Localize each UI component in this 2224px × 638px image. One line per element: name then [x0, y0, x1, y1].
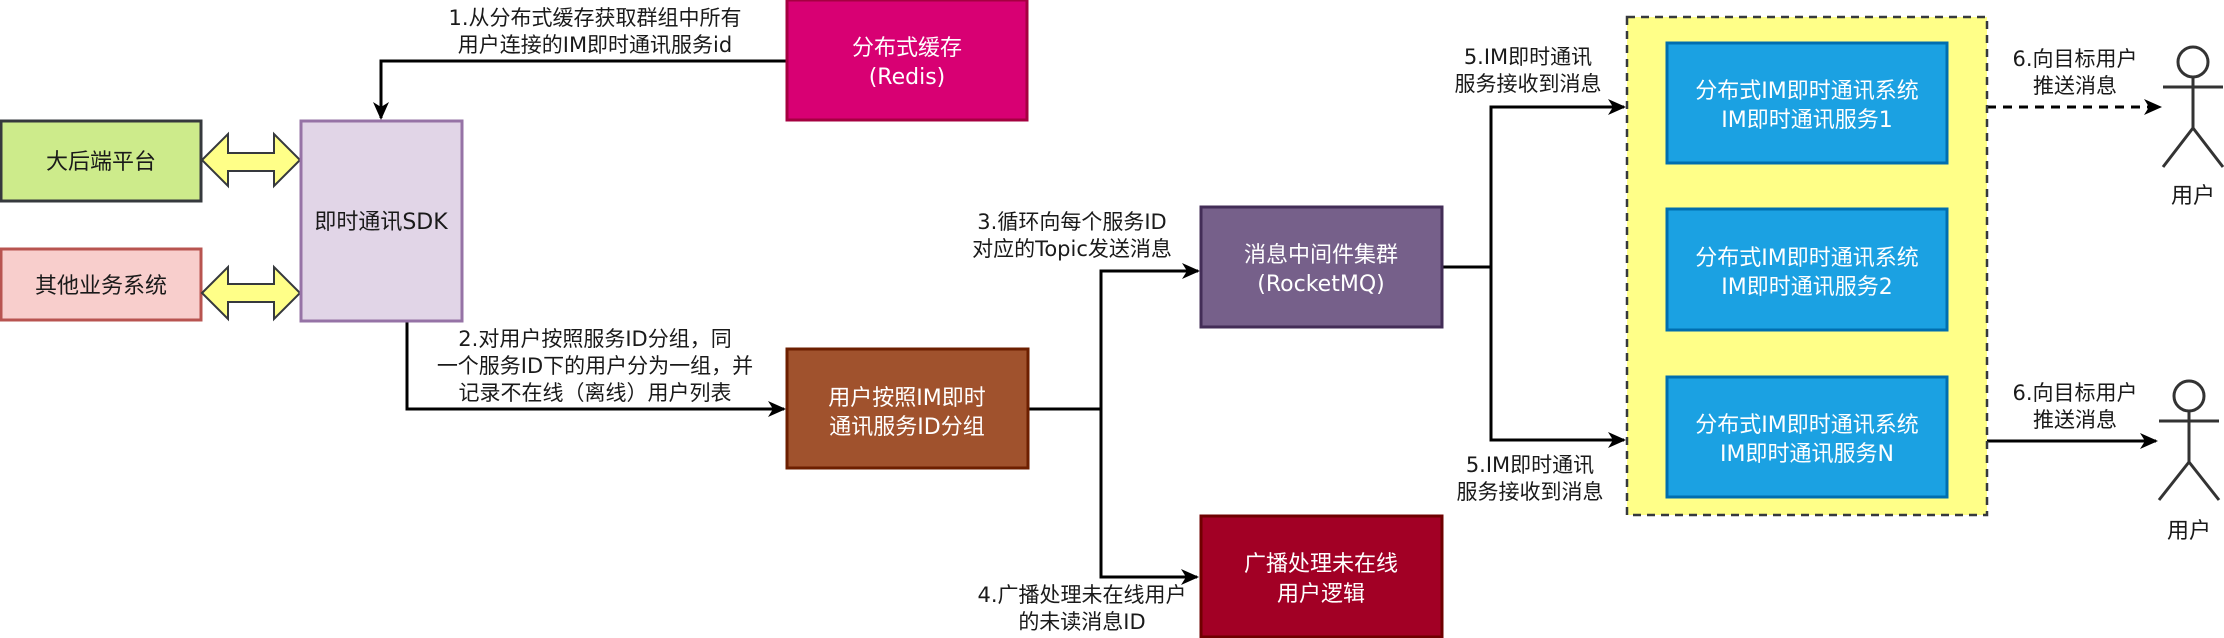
im-service-2-border: [1665, 207, 1949, 332]
edge-label-step1-line-2: 用户连接的IM即时通讯服务id: [458, 33, 732, 57]
edge-label-step3: 3.循环向每个服务ID 对应的Topic发送消息: [972, 210, 1172, 261]
edge-label-step1-line-1: 1.从分布式缓存获取群组中所有: [448, 6, 741, 30]
im-service-1-border: [1665, 41, 1949, 165]
grouping-node[interactable]: 用户按照IM即时 通讯服务ID分组: [785, 347, 1030, 470]
edge-label-step5-top-line-2: 服务接收到消息: [1455, 72, 1602, 96]
edge-label-step5-top: 5.IM即时通讯 服务接收到消息: [1455, 45, 1602, 96]
edge-label-step3-line-2: 对应的Topic发送消息: [972, 237, 1172, 261]
rocketmq-node[interactable]: 消息中间件集群 (RocketMQ): [1199, 205, 1444, 329]
rocketmq-label-line-2: (RocketMQ): [1257, 272, 1384, 297]
other-business-label: 其他业务系统: [35, 274, 167, 299]
redis-cache-border: [785, 0, 1029, 122]
im-service-n-label-line-1: 分布式IM即时通讯系统: [1695, 413, 1918, 438]
edge-label-step3-line-1: 3.循环向每个服务ID: [977, 210, 1166, 234]
rocketmq-label-line-1: 消息中间件集群: [1244, 243, 1398, 268]
grouping-label-line-1: 用户按照IM即时: [828, 386, 985, 411]
im-service-n-node[interactable]: 分布式IM即时通讯系统 IM即时通讯服务N: [1665, 375, 1949, 499]
user-actor-1-label: 用户: [2171, 184, 2215, 209]
im-service-n-box: [1667, 377, 1947, 497]
grouping-box: [787, 349, 1028, 468]
edge-label-step6-top: 6.向目标用户 推送消息: [2012, 47, 2137, 98]
im-service-n-label-line-2: IM即时通讯服务N: [1720, 442, 1894, 467]
edge-label-step6-bottom-line-2: 推送消息: [2033, 408, 2117, 432]
im-service-2-label-line-2: IM即时通讯服务2: [1721, 275, 1892, 300]
double-arrow-business-sdk: [200, 264, 302, 322]
rocketmq-border: [1199, 205, 1444, 329]
edge-mq-to-service-n: [1489, 267, 1626, 448]
redis-cache-node[interactable]: 分布式缓存 (Redis): [785, 0, 1029, 122]
edge-label-step5-bottom-line-2: 服务接收到消息: [1457, 480, 1604, 504]
grouping-border: [785, 347, 1030, 470]
user-head-icon: [2172, 379, 2206, 413]
edge-grouping-to-mq: [1028, 263, 1200, 411]
im-service-1-label-line-1: 分布式IM即时通讯系统: [1695, 79, 1918, 104]
edge-redis-to-sdk: [373, 59, 787, 120]
user-right-leg-icon: [2187, 461, 2221, 501]
other-business-box: [1, 249, 201, 320]
double-arrow-backend-sdk: [200, 131, 302, 189]
backend-platform-box: [1, 121, 201, 201]
edge-label-step4: 4.广播处理未在线用户 的未读消息ID: [977, 583, 1186, 634]
broadcast-offline-label-line-2: 用户逻辑: [1277, 582, 1365, 607]
edge-label-step2: 2.对用户按照服务ID分组，同 一个服务ID下的用户分为一组，并 记录不在线（离…: [437, 327, 753, 405]
user-head-icon: [2176, 45, 2210, 79]
im-service-2-label-line-1: 分布式IM即时通讯系统: [1695, 246, 1918, 271]
im-cluster-border: [1625, 15, 1989, 517]
edge-label-step6-bottom-line-1: 6.向目标用户: [2012, 381, 2137, 405]
user-left-leg-icon: [2161, 127, 2195, 168]
user-actor-2-label: 用户: [2167, 519, 2211, 544]
im-sdk-box: [301, 121, 462, 321]
backend-platform-label: 大后端平台: [46, 150, 156, 175]
im-sdk-border: [299, 119, 464, 323]
grouping-label-line-2: 通讯服务ID分组: [829, 415, 984, 440]
im-service-1-node[interactable]: 分布式IM即时通讯系统 IM即时通讯服务1: [1665, 41, 1949, 165]
im-sdk-node[interactable]: 即时通讯SDK: [299, 119, 464, 323]
edge-label-step2-line-1: 2.对用户按照服务ID分组，同: [458, 327, 731, 351]
edge-label-step2-line-2: 一个服务ID下的用户分为一组，并: [437, 354, 753, 378]
redis-cache-label-line-2: (Redis): [869, 65, 946, 90]
im-service-1-label-line-2: IM即时通讯服务1: [1721, 108, 1892, 133]
rocketmq-box: [1201, 207, 1442, 327]
edge-label-step5-bottom: 5.IM即时通讯 服务接收到消息: [1457, 453, 1604, 504]
redis-cache-label-line-1: 分布式缓存: [852, 36, 962, 61]
broadcast-offline-border: [1199, 514, 1444, 638]
user-actor-2[interactable]: 用户: [2157, 379, 2221, 544]
im-service-2-box: [1667, 209, 1947, 330]
broadcast-offline-node[interactable]: 广播处理未在线 用户逻辑: [1199, 514, 1444, 638]
redis-cache-box: [787, 0, 1027, 120]
edge-sdk-to-grouping: [405, 321, 786, 417]
edge-label-step4-line-2: 的未读消息ID: [1018, 610, 1145, 634]
backend-platform-border: [0, 119, 203, 203]
broadcast-offline-label-line-1: 广播处理未在线: [1244, 552, 1398, 577]
im-service-2-node[interactable]: 分布式IM即时通讯系统 IM即时通讯服务2: [1665, 207, 1949, 332]
other-business-node[interactable]: 其他业务系统: [0, 247, 203, 322]
edge-label-step6-bottom: 6.向目标用户 推送消息: [2012, 381, 2137, 432]
edge-mq-to-service-1: [1442, 99, 1626, 269]
edge-label-step4-line-1: 4.广播处理未在线用户: [977, 583, 1186, 607]
user-left-leg-icon: [2157, 461, 2191, 501]
broadcast-offline-box: [1201, 516, 1442, 637]
edge-label-step6-top-line-1: 6.向目标用户: [2012, 47, 2137, 71]
edge-label-step1: 1.从分布式缓存获取群组中所有 用户连接的IM即时通讯服务id: [448, 6, 741, 57]
im-service-1-box: [1667, 43, 1947, 163]
other-business-border: [0, 247, 203, 322]
edge-label-step6-top-line-2: 推送消息: [2033, 74, 2117, 98]
edge-label-step2-line-3: 记录不在线（离线）用户列表: [459, 381, 732, 405]
user-right-leg-icon: [2191, 127, 2224, 168]
edge-label-step5-bottom-line-1: 5.IM即时通讯: [1466, 453, 1594, 477]
im-sdk-label: 即时通讯SDK: [314, 210, 448, 235]
im-service-n-border: [1665, 375, 1949, 499]
backend-platform-node[interactable]: 大后端平台: [0, 119, 203, 203]
user-actor-1[interactable]: 用户: [2161, 45, 2224, 209]
edge-label-step5-top-line-1: 5.IM即时通讯: [1464, 45, 1592, 69]
edge-grouping-to-broadcast: [1099, 409, 1199, 585]
